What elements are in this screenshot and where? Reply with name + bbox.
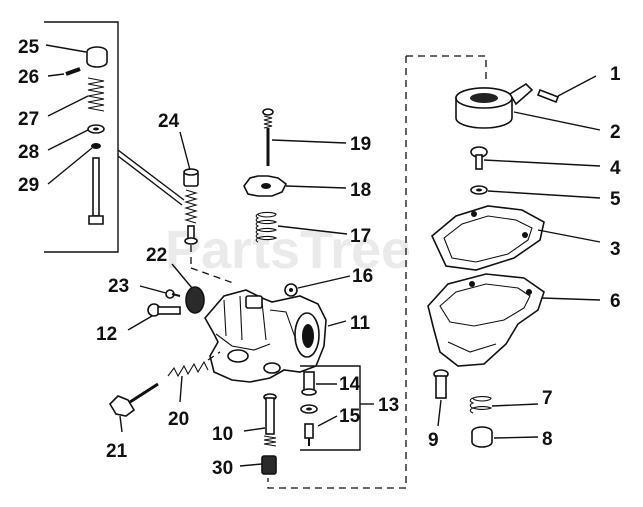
callout-21: 21 [106, 441, 128, 462]
callout-14: 14 [339, 374, 361, 395]
callout-10: 10 [212, 424, 233, 445]
part-8-plug [471, 426, 493, 448]
callout-22: 22 [146, 245, 167, 266]
callout-2: 2 [610, 122, 621, 143]
part-3-gasket [431, 205, 545, 271]
part-30-plug [261, 455, 277, 475]
callout-6: 6 [610, 291, 621, 312]
part-23-screw [165, 289, 181, 299]
leader-lines [45, 44, 601, 467]
part-20-spring [167, 360, 209, 378]
part-1-pin [536, 88, 560, 104]
callout-16: 16 [352, 266, 373, 287]
callout-7: 7 [542, 388, 553, 409]
part-4-needle [470, 146, 488, 170]
part-19-screw [262, 108, 274, 166]
part-11-carburetor-body [204, 289, 327, 383]
part-26-pin [65, 67, 81, 76]
bracket-13 [300, 365, 361, 451]
watermark-text: PartsTree [165, 220, 411, 280]
callout-5: 5 [610, 189, 621, 210]
part-27-spring [87, 77, 105, 112]
callout-19: 19 [350, 134, 371, 155]
part-6-float-bowl [427, 273, 545, 367]
callout-1: 1 [610, 64, 621, 85]
part-2-float [455, 82, 534, 129]
part-22-gasket [185, 286, 205, 314]
callout-26: 26 [18, 67, 39, 88]
part-5-washer [470, 185, 488, 195]
part-25-cap [86, 46, 108, 68]
callout-23: 23 [108, 276, 129, 297]
part-12-screw [147, 303, 181, 317]
callout-28: 28 [18, 142, 39, 163]
callout-29: 29 [18, 175, 39, 196]
callout-25: 25 [18, 37, 40, 58]
callout-17: 17 [350, 226, 371, 247]
callout-30: 30 [212, 458, 233, 479]
part-14-jet [300, 371, 318, 414]
part-18-knob [243, 175, 288, 197]
callout-3: 3 [610, 239, 621, 260]
inset-frame [44, 21, 119, 253]
part-10-jet-tube [263, 393, 277, 447]
part-17-spring [255, 211, 278, 243]
part-24-needle-valve [183, 168, 199, 245]
callout-13: 13 [378, 395, 399, 416]
callout-8: 8 [542, 429, 553, 450]
part-29-rod [88, 143, 104, 225]
part-7-spring [469, 396, 493, 414]
callout-11: 11 [350, 313, 371, 334]
part-15-needle [304, 423, 314, 446]
callout-24: 24 [158, 111, 180, 132]
callout-27: 27 [18, 109, 39, 130]
part-21-lever [108, 382, 159, 417]
part-9-bolt [433, 369, 449, 399]
callout-18: 18 [350, 180, 371, 201]
callout-9: 9 [428, 430, 439, 451]
callout-4: 4 [610, 158, 621, 179]
callout-12: 12 [96, 324, 117, 345]
callout-20: 20 [168, 409, 189, 430]
callout-15: 15 [339, 406, 361, 427]
part-16-nut [284, 283, 298, 297]
part-28-washer [87, 124, 105, 134]
